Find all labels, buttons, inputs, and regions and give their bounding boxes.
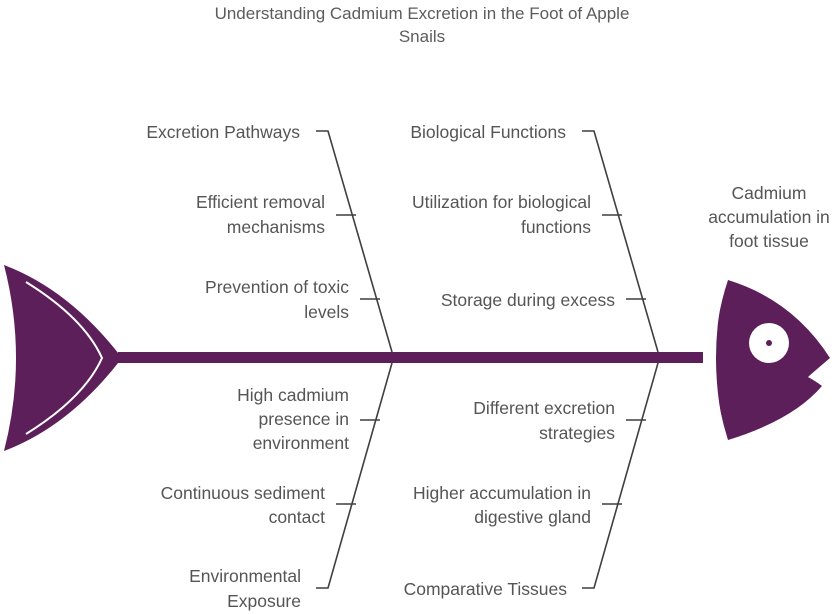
cause-utilization-1: Utilization for biological xyxy=(412,192,591,212)
cause-continuous-sediment-1: Continuous sediment xyxy=(161,483,326,503)
category-comparative-tissues: Comparative Tissues xyxy=(404,579,568,599)
title-line-2: Snails xyxy=(399,27,445,46)
category-excretion-pathways: Excretion Pathways xyxy=(146,122,300,142)
fish-spine xyxy=(118,352,703,363)
cause-continuous-sediment-2: contact xyxy=(269,507,326,527)
fish-tail-icon xyxy=(4,265,122,451)
cause-efficient-removal-1: Efficient removal xyxy=(196,192,325,212)
cause-utilization-2: functions xyxy=(521,217,591,237)
cause-different-excretion-1: Different excretion xyxy=(473,398,615,418)
category-environmental-exposure-2: Exposure xyxy=(227,591,301,611)
cause-different-excretion-2: strategies xyxy=(539,423,615,443)
bone-comparative-tissues xyxy=(582,362,659,589)
cause-higher-accumulation-2: digestive gland xyxy=(474,507,591,527)
bone-biological-functions xyxy=(582,130,659,353)
effect-line-1: Cadmium xyxy=(732,183,807,203)
bone-excretion-pathways xyxy=(316,130,393,353)
cause-efficient-removal-2: mechanisms xyxy=(227,217,325,237)
cause-prevention-toxic-1: Prevention of toxic xyxy=(205,277,349,297)
effect-line-3: foot tissue xyxy=(729,231,809,251)
cause-high-cadmium-1: High cadmium xyxy=(237,385,349,405)
title-line-1: Understanding Cadmium Excretion in the F… xyxy=(215,4,630,23)
cause-high-cadmium-3: environment xyxy=(253,433,349,453)
category-environmental-exposure-1: Environmental xyxy=(189,566,301,586)
cause-high-cadmium-2: presence in xyxy=(259,409,349,429)
cause-prevention-toxic-2: levels xyxy=(304,302,349,322)
effect-line-2: accumulation in xyxy=(708,207,830,227)
cause-higher-accumulation-1: Higher accumulation in xyxy=(413,483,591,503)
bone-environmental-exposure xyxy=(316,362,393,589)
category-biological-functions: Biological Functions xyxy=(410,122,566,142)
cause-storage-excess: Storage during excess xyxy=(441,290,615,310)
fish-head-icon xyxy=(714,280,830,440)
